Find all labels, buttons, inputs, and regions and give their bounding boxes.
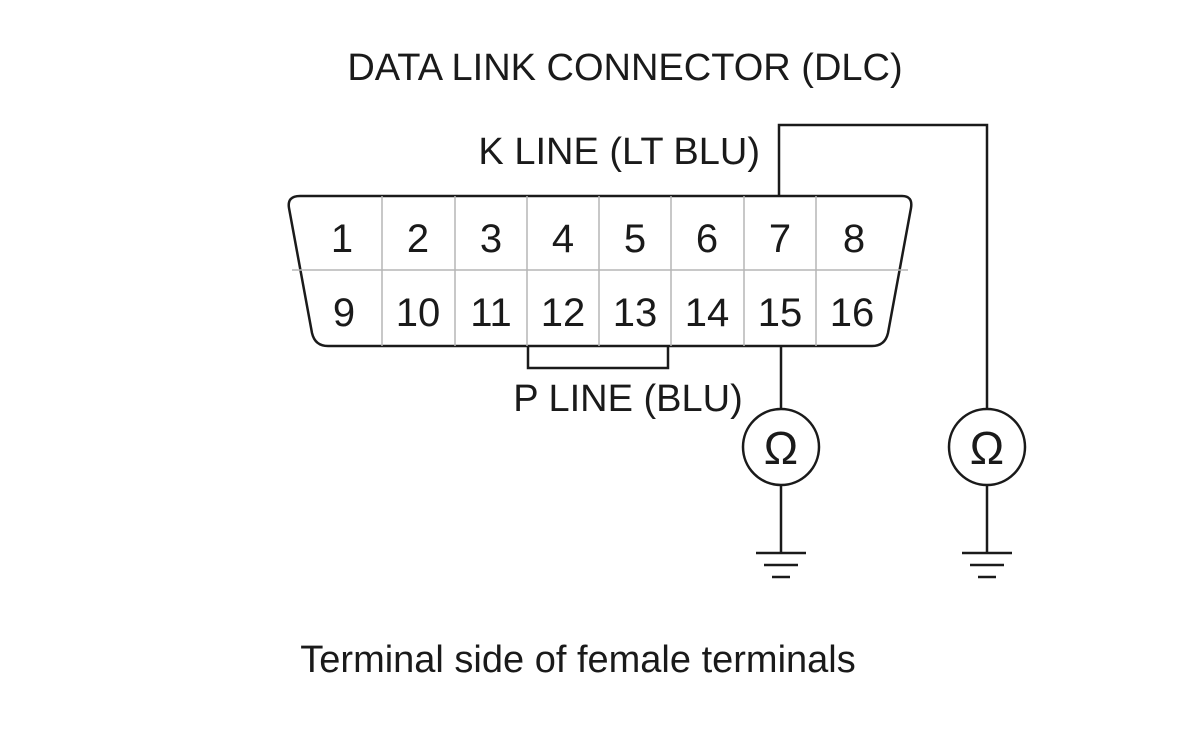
k-line-label: K LINE (LT BLU)	[478, 131, 760, 173]
pin-5: 5	[624, 217, 646, 261]
pin-10: 10	[396, 291, 441, 335]
diagram-title: DATA LINK CONNECTOR (DLC)	[347, 47, 902, 89]
diagram-caption: Terminal side of female terminals	[300, 639, 855, 681]
ground-left-icon	[756, 551, 806, 579]
pin-2: 2	[407, 217, 429, 261]
pin-1: 1	[331, 217, 353, 261]
pin-14: 14	[685, 291, 730, 335]
pin-12: 12	[541, 291, 586, 335]
pin-7: 7	[769, 217, 791, 261]
ohm-icon: Ω	[970, 422, 1004, 474]
pin-11: 11	[470, 291, 512, 335]
pin-8: 8	[843, 217, 865, 261]
pin-9: 9	[333, 291, 355, 335]
pin-row-bottom: 9 10 11 12 13 14 15 16	[333, 291, 874, 335]
ground-right-icon	[962, 551, 1012, 579]
pin-16: 16	[830, 291, 875, 335]
ohmmeter-right: Ω	[947, 407, 1027, 487]
pin-15: 15	[758, 291, 803, 335]
pin-4: 4	[552, 217, 574, 261]
pin-3: 3	[480, 217, 502, 261]
connector-grid	[292, 196, 908, 346]
connector-key-tab	[526, 346, 670, 370]
pin-row-top: 1 2 3 4 5 6 7 8	[331, 217, 865, 261]
pin-13: 13	[613, 291, 658, 335]
ohm-icon: Ω	[764, 422, 798, 474]
k-line-wire	[777, 123, 989, 408]
connector-body	[287, 194, 913, 348]
pin-6: 6	[696, 217, 718, 261]
ohmmeter-left: Ω	[741, 407, 821, 487]
p-line-label: P LINE (BLU)	[513, 378, 742, 420]
